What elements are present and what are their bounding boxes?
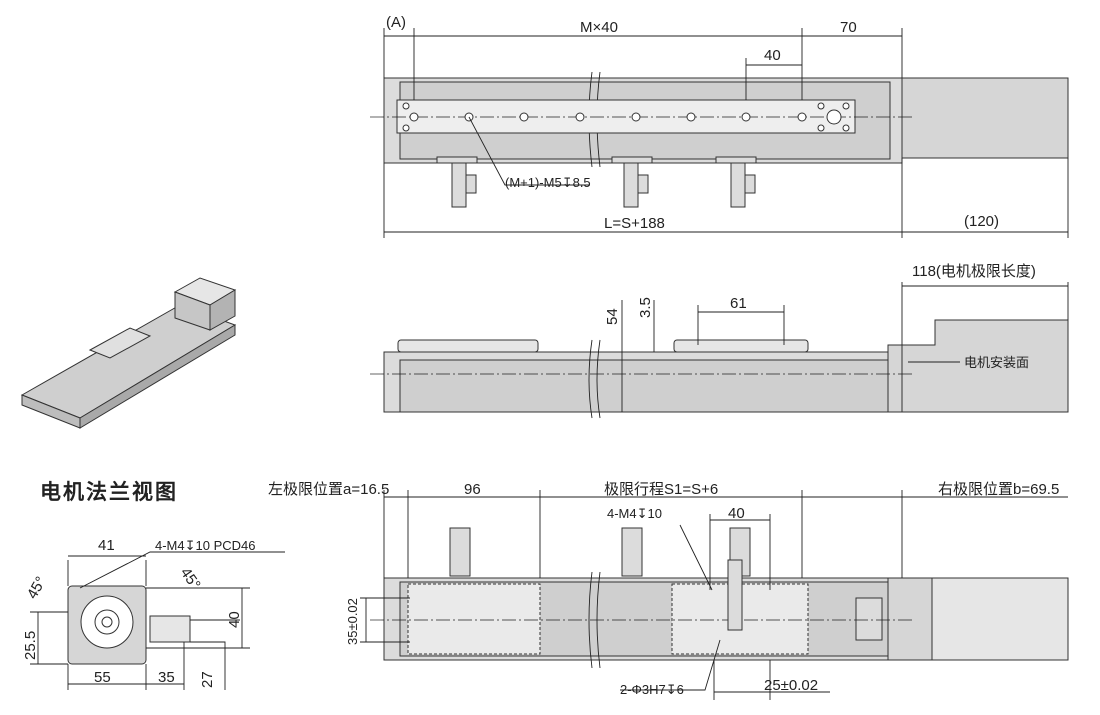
dim-35: 35±0.02 (345, 598, 360, 645)
flange-view: 电机法兰视图 41 4-M4↧10 PCD46 45° 45° 40 25.5 … (22, 480, 285, 690)
hole-callout: (M+1)-M5↧8.5 (505, 175, 591, 190)
side-slider (673, 339, 809, 353)
bottom-view: 左极限位置a=16.5 96 极限行程S1=S+6 右极限位置b=69.5 4-… (268, 481, 1069, 700)
dim-55: 55 (94, 669, 111, 686)
dim-m40: M×40 (580, 19, 618, 36)
dim-96: 96 (464, 481, 481, 498)
bottom-brackets (449, 527, 751, 631)
slider-holes: 4-M4↧10 (607, 506, 662, 521)
hole-row (402, 102, 850, 132)
side-view: 118(电机极限长度) 3.5 54 61 电机安装面 (370, 263, 1069, 419)
dim-motor: (120) (964, 213, 999, 230)
dim-70: 70 (840, 19, 857, 36)
dim-41: 41 (98, 537, 115, 554)
flange-title: 电机法兰视图 (40, 480, 178, 504)
hole-spec: 4-M4↧10 PCD46 (155, 538, 256, 553)
dim-61: 61 (730, 295, 747, 312)
dim-3-5: 3.5 (637, 297, 654, 318)
dim-40: 40 (764, 47, 781, 64)
dim-27: 27 (199, 671, 216, 688)
dim-40: 40 (226, 611, 243, 628)
dim-25-5: 25.5 (22, 631, 39, 660)
flange-dim-lines (30, 551, 285, 690)
sensor-brackets (436, 156, 757, 208)
dim-35: 35 (158, 669, 175, 686)
side-cover-left (397, 339, 539, 353)
bottom-dim-lines (360, 490, 1068, 700)
left-limit: 左极限位置a=16.5 (268, 481, 389, 498)
dim-length: L=S+188 (604, 215, 665, 232)
angle-2: 45° (177, 565, 204, 593)
dim-40: 40 (728, 505, 745, 522)
dim-motor-limit: 118(电机极限长度) (912, 263, 1036, 280)
mount-face: 电机安装面 (964, 355, 1029, 370)
isometric-view (20, 277, 237, 429)
top-dim-lines (383, 28, 1069, 238)
dim-a: (A) (386, 14, 406, 31)
stroke: 极限行程S1=S+6 (604, 481, 718, 498)
angle-1: 45° (24, 574, 50, 602)
side-dim-lines (621, 282, 1069, 412)
hole-leader (468, 116, 590, 186)
pin-holes: 2-Φ3H7↧6 (620, 682, 684, 697)
top-motor (901, 77, 1069, 159)
dim-25: 25±0.02 (764, 677, 818, 694)
right-limit: 右极限位置b=69.5 (938, 481, 1059, 498)
top-view: (A) M×40 70 40 (M+1)-M5↧8.5 L=S+188 (120… (370, 14, 1069, 238)
dim-54: 54 (604, 308, 621, 325)
